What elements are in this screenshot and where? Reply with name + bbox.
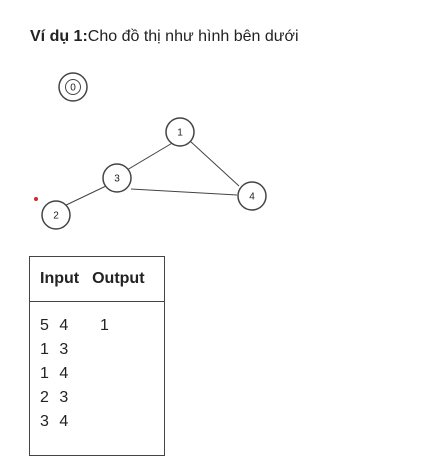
io-table-header: Input Output (30, 257, 164, 302)
input-line-3: 1 4 (40, 365, 72, 382)
edge-2-3 (61, 185, 107, 208)
graph-diagram: 0 1 2 3 4 (34, 72, 267, 230)
node-label-1: 1 (177, 128, 183, 139)
example-heading: Ví dụ 1:Cho đồ thị như hình bên dưới (30, 26, 299, 48)
graph-node-4: 4 (237, 181, 267, 211)
graph-node-0: 0 (58, 72, 88, 102)
input-line-1: 5 4 (40, 317, 72, 334)
example-label: Ví dụ 1: (30, 28, 88, 45)
io-table: Input Output 5 4 1 3 1 4 2 3 3 4 1 (29, 256, 165, 456)
input-line-4: 2 3 (40, 389, 72, 406)
input-line-5: 3 4 (40, 413, 72, 430)
node-label-4: 4 (249, 192, 255, 203)
example-description: Cho đồ thị như hình bên dưới (87, 28, 299, 45)
node-label-2: 2 (53, 211, 59, 222)
output-value: 1 (100, 317, 112, 334)
graph-node-1: 1 (165, 117, 195, 147)
node-label-3: 3 (114, 174, 120, 185)
edge-1-3 (126, 141, 175, 171)
graph-node-2: 2 (41, 200, 71, 230)
input-line-2: 1 3 (40, 341, 72, 358)
graph-node-3: 3 (102, 163, 132, 193)
edge-3-4 (130, 188, 238, 196)
input-header: Input (40, 270, 80, 287)
edge-1-4 (189, 140, 240, 187)
red-dot (34, 197, 38, 201)
node-label-0: 0 (70, 83, 76, 94)
output-header: Output (92, 270, 145, 287)
